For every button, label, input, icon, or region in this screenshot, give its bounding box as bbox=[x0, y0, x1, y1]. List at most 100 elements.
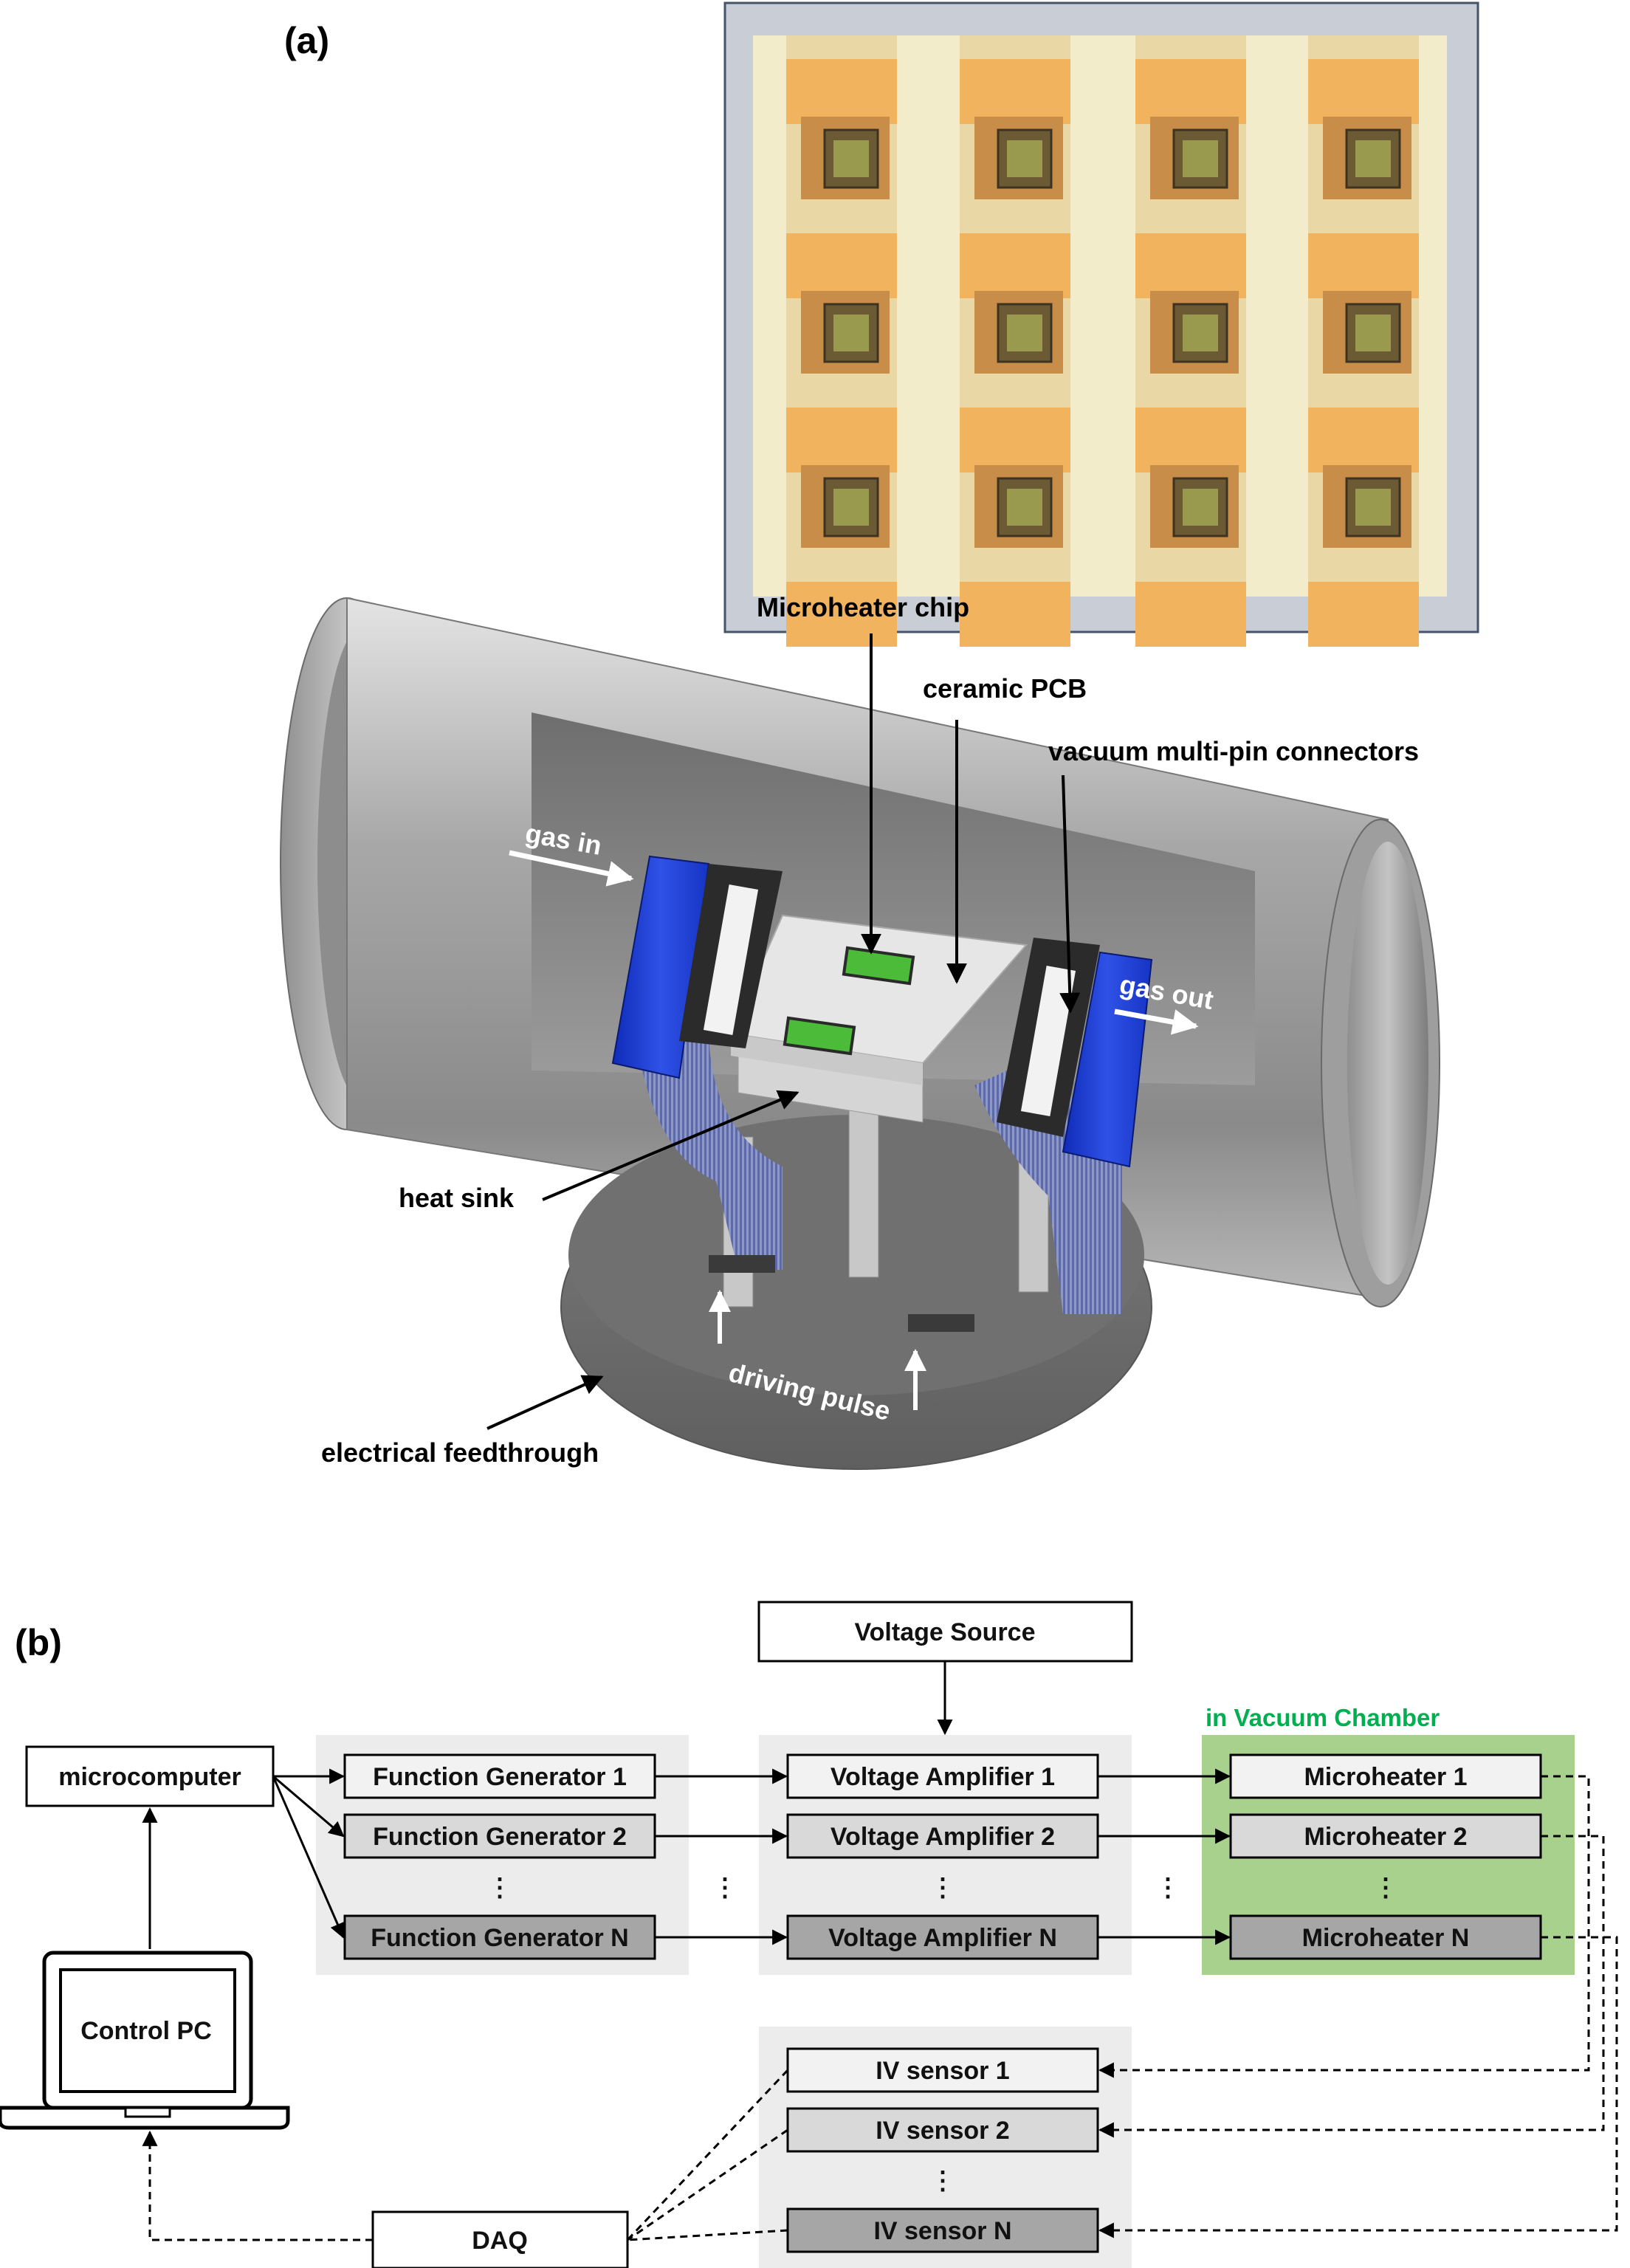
voltage-amplifier-box bbox=[786, 1914, 1099, 1960]
iv-sensor-label: IV sensor N bbox=[873, 2217, 1011, 2245]
microcomputer-to-generator bbox=[272, 1776, 345, 1939]
iv-sensor-to-daq bbox=[626, 2069, 789, 2241]
microheater-chip-inset: Microheater chip bbox=[723, 1, 1479, 647]
microheater-box bbox=[1229, 1813, 1542, 1859]
iv-sensor-label: IV sensor 1 bbox=[876, 2057, 1009, 2085]
vacuum-chamber-render: gas in gas out driving pulse bbox=[280, 597, 1440, 1470]
microcomputer-box bbox=[25, 1745, 275, 1807]
iv-sensor-box bbox=[786, 2107, 1099, 2153]
voltage-source-label: Voltage Source bbox=[855, 1618, 1036, 1646]
ellipsis: ⋮ bbox=[930, 1874, 955, 1902]
chip-pad bbox=[960, 582, 1070, 647]
ribbon-cable-left bbox=[635, 1026, 783, 1270]
function-generator-box bbox=[343, 1914, 656, 1960]
laptop-screen-inner bbox=[59, 1968, 236, 2093]
chip-pad bbox=[1135, 408, 1246, 472]
panel-a: (a) bbox=[280, 1, 1479, 1470]
iv-sensor-to-daq bbox=[627, 2128, 788, 2241]
feedthrough-leader-arrow bbox=[486, 1375, 604, 1430]
cable-clamp bbox=[709, 1255, 775, 1273]
connector-pins-left bbox=[703, 884, 759, 1035]
gas-in-arrow bbox=[509, 850, 634, 887]
control-pc-label: Control PC bbox=[80, 2017, 212, 2045]
chip-pad bbox=[1135, 59, 1246, 124]
chip-pad bbox=[1308, 582, 1419, 647]
connection-lines bbox=[142, 1661, 1618, 2241]
microheater-chip-label: Microheater chip bbox=[757, 592, 969, 622]
heat-sink-label: heat sink bbox=[399, 1183, 515, 1213]
ceramic-pcb-label: ceramic PCB bbox=[923, 673, 1087, 704]
right-flange-face bbox=[1347, 842, 1428, 1285]
microcomputer-label: microcomputer bbox=[58, 1763, 241, 1791]
vacuum-connectors-label: vacuum multi-pin connectors bbox=[1048, 736, 1419, 766]
iv-sensor-to-daq bbox=[627, 2229, 788, 2241]
ellipsis: ⋮ bbox=[487, 1874, 512, 1902]
heater-element bbox=[1183, 489, 1218, 526]
chip-pad bbox=[1135, 582, 1246, 647]
ceramic-pcb-edge bbox=[731, 1034, 923, 1085]
chip-pad bbox=[1308, 59, 1419, 124]
microheater-label: Microheater N bbox=[1302, 1924, 1470, 1952]
electrical-feedthrough-label: electrical feedthrough bbox=[321, 1437, 599, 1468]
chip-pad bbox=[960, 59, 1070, 124]
iv-sensor-box bbox=[786, 2207, 1099, 2253]
pillar bbox=[848, 1107, 879, 1278]
panel-b-label: (b) bbox=[15, 1622, 62, 1663]
heater-element bbox=[1355, 489, 1391, 526]
chip-pad bbox=[786, 582, 897, 647]
ellipsis: ⋮ bbox=[930, 2167, 955, 2195]
daq-label: DAQ bbox=[472, 2227, 528, 2255]
chip-pad bbox=[786, 59, 897, 124]
microheater-box bbox=[1229, 1753, 1542, 1799]
panel-a-label: (a) bbox=[284, 20, 329, 61]
microheater-label: Microheater 2 bbox=[1304, 1823, 1467, 1851]
chip-on-pcb bbox=[783, 1016, 856, 1056]
vacuum-chamber-title: in Vacuum Chamber bbox=[1206, 1704, 1440, 1731]
heater-element bbox=[833, 489, 869, 526]
gas-out-arrow bbox=[1114, 1008, 1199, 1035]
chip-pad bbox=[1135, 233, 1246, 298]
control-pc-laptop: Control PC bbox=[0, 1951, 290, 2130]
chip-array bbox=[786, 35, 1419, 647]
function-generator-label: Function Generator 2 bbox=[373, 1823, 627, 1851]
microheater-label: Microheater 1 bbox=[1304, 1763, 1467, 1791]
voltage-amplifier-label: Voltage Amplifier 1 bbox=[831, 1763, 1055, 1791]
chip-pad bbox=[960, 233, 1070, 298]
function-generator-box bbox=[343, 1753, 656, 1799]
chip-pad bbox=[1308, 233, 1419, 298]
heater-element bbox=[1007, 140, 1042, 177]
connector-blue-right bbox=[1062, 951, 1153, 1168]
function-generator-label: Function Generator 1 bbox=[373, 1763, 627, 1791]
cable-clamp bbox=[908, 1314, 974, 1332]
ellipsis: ⋮ bbox=[1155, 1874, 1180, 1902]
heater-element bbox=[1183, 315, 1218, 351]
heater-element bbox=[1355, 140, 1391, 177]
heater-element bbox=[1183, 140, 1218, 177]
heater-element bbox=[1355, 315, 1391, 351]
function-generator-label: Function Generator N bbox=[371, 1924, 628, 1952]
signal-chain-rows: Function Generator 1 Function Generator 2… bbox=[343, 1753, 1542, 2253]
microcomputer-to-generator bbox=[272, 1775, 345, 1838]
iv-sensor-label: IV sensor 2 bbox=[876, 2117, 1009, 2145]
microheater-to-iv-sensor bbox=[1098, 1936, 1618, 2238]
heater-element bbox=[833, 140, 869, 177]
heater-element bbox=[1007, 489, 1042, 526]
panel-b: (b) in Vacuum Chamber Voltage Source mic… bbox=[0, 1601, 1618, 2268]
function-generator-box bbox=[343, 1813, 656, 1859]
heater-element bbox=[1007, 315, 1042, 351]
connector-leader-arrow bbox=[1059, 774, 1081, 1014]
microheater-to-iv-sensor bbox=[1098, 1775, 1590, 2078]
ellipsis: ⋮ bbox=[1373, 1874, 1398, 1902]
microheater-box bbox=[1229, 1914, 1542, 1960]
voltage-amplifier-label: Voltage Amplifier 2 bbox=[831, 1823, 1055, 1851]
voltage-amplifier-label: Voltage Amplifier N bbox=[828, 1924, 1057, 1952]
heater-element bbox=[833, 315, 869, 351]
iv-sensor-box bbox=[786, 2047, 1099, 2093]
chip-pad bbox=[786, 408, 897, 472]
daq-to-pc bbox=[142, 2130, 373, 2241]
ellipsis: ⋮ bbox=[712, 1874, 737, 1902]
chip-pad bbox=[786, 233, 897, 298]
chip-pad bbox=[1308, 408, 1419, 472]
laptop-notch bbox=[124, 2106, 171, 2118]
